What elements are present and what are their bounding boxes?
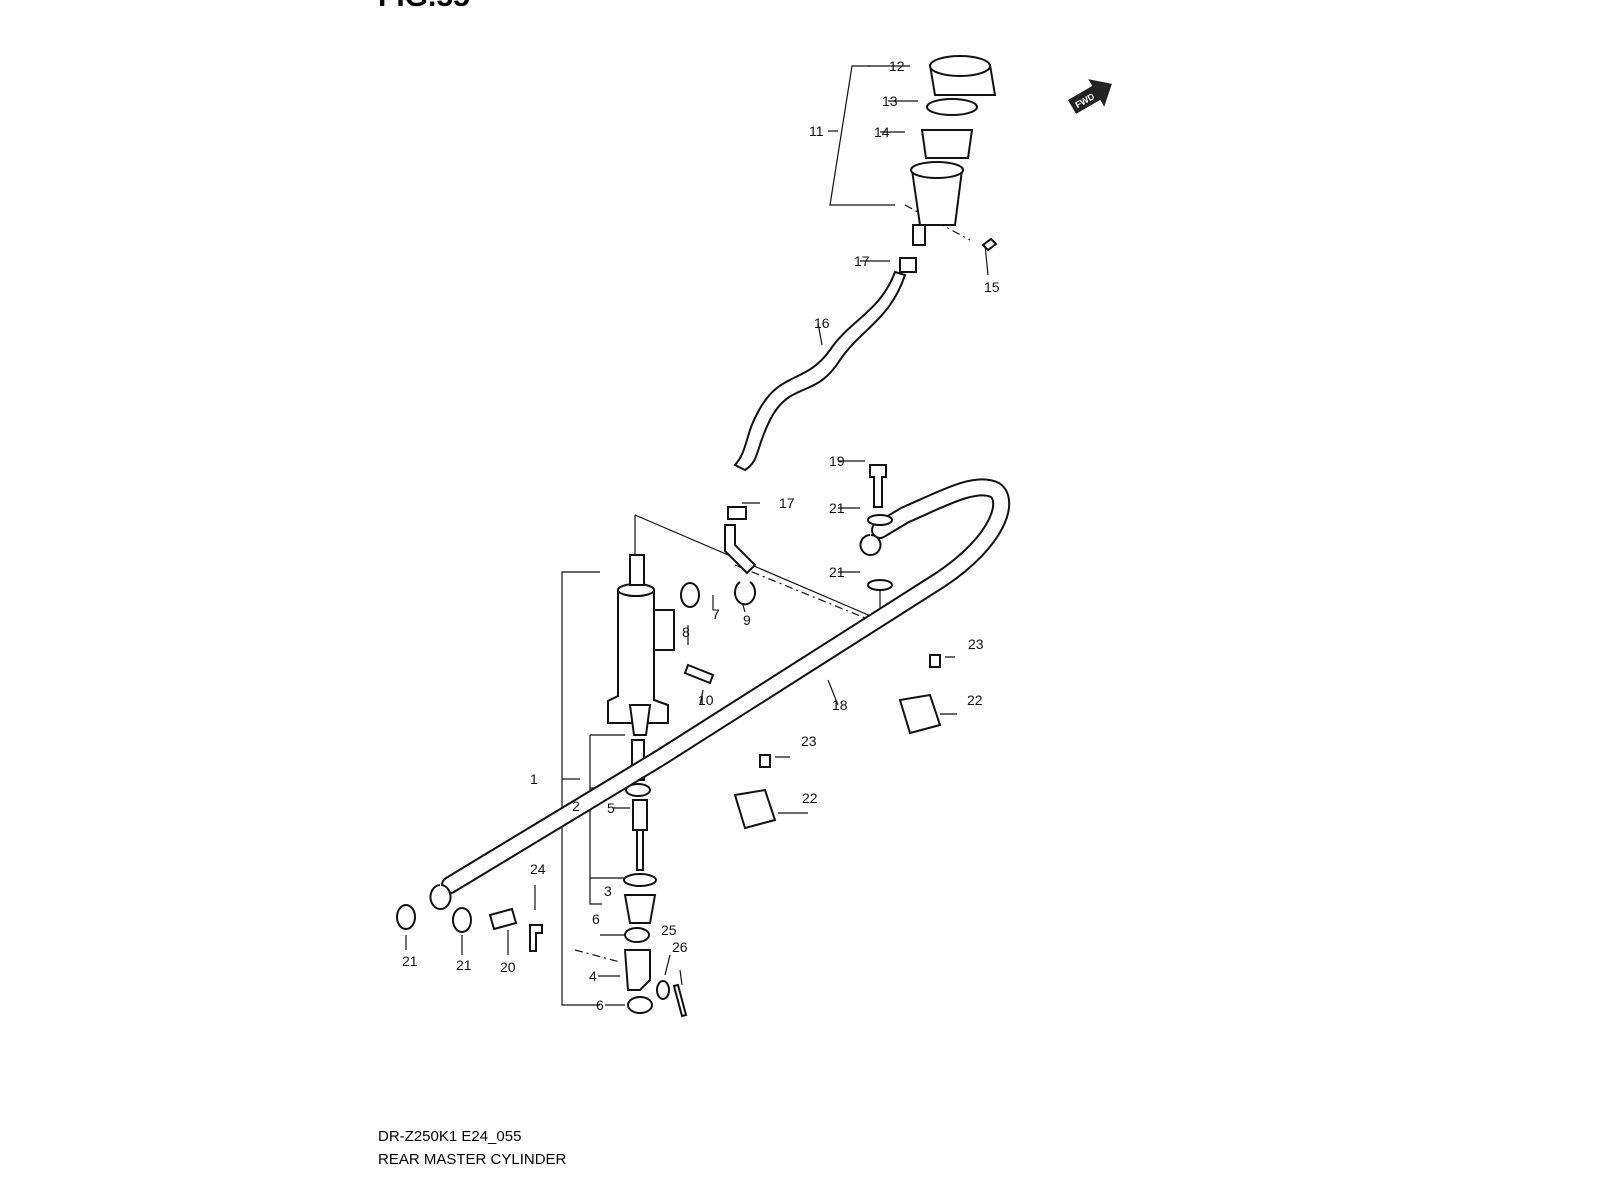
banjo-upper <box>859 534 882 556</box>
callout-15: 15 <box>984 279 1000 295</box>
callout-11: 11 <box>809 123 824 139</box>
screw-15 <box>981 237 998 252</box>
washer-21 <box>867 579 893 591</box>
callout-20: 20 <box>500 959 516 975</box>
bolt-10 <box>683 663 715 685</box>
callout-1: 1 <box>530 771 538 787</box>
model-code: DR-Z250K1 E24_055 <box>378 1128 522 1145</box>
callout-17: 17 <box>854 253 870 269</box>
callout-6: 6 <box>596 997 604 1013</box>
screw-23 <box>929 654 941 668</box>
callout-14: 14 <box>874 124 890 140</box>
callout-5: 5 <box>607 800 615 816</box>
callout-22: 22 <box>967 692 983 708</box>
callout-21: 21 <box>456 957 472 973</box>
callout-21: 21 <box>829 564 845 580</box>
callout-21: 21 <box>402 953 418 969</box>
nut-6-bottom <box>627 996 653 1014</box>
callout-21: 21 <box>829 500 845 516</box>
screw-23 <box>759 754 771 768</box>
callout-9: 9 <box>743 612 751 628</box>
callout-19: 19 <box>829 453 845 469</box>
callout-8: 8 <box>682 624 690 640</box>
callout-6: 6 <box>592 911 600 927</box>
reservoir-hose-16 <box>733 270 907 472</box>
washer-21 <box>867 514 893 526</box>
plate-13 <box>926 98 978 116</box>
clevis-4 <box>623 949 651 991</box>
nut-6-top <box>624 927 650 943</box>
callout-10: 10 <box>698 692 714 708</box>
fwd-direction-arrow: FWD <box>1068 79 1112 114</box>
washer-21 <box>452 907 472 933</box>
callout-26: 26 <box>672 939 688 955</box>
callout-2: 2 <box>572 798 580 814</box>
union-bolt-19 <box>869 464 887 508</box>
callout-7: 7 <box>712 606 720 622</box>
reservoir-cap-12 <box>928 55 997 96</box>
callout-22: 22 <box>802 790 818 806</box>
master-cylinder-body <box>607 554 675 724</box>
pin-24 <box>529 924 543 952</box>
figure-title: FIG.55 <box>378 0 470 14</box>
callout-17: 17 <box>779 495 795 511</box>
callout-4: 4 <box>589 968 597 984</box>
reservoir-body <box>910 161 964 246</box>
clamp-17-top <box>899 257 917 273</box>
o-ring-8 <box>680 582 700 608</box>
hose-joint-7 <box>724 524 757 575</box>
callout-16: 16 <box>814 315 830 331</box>
hose-guide-22 <box>733 788 777 830</box>
callout-labels: 12 13 14 11 17 15 16 19 17 21 21 8 7 9 2… <box>402 58 1000 1013</box>
callout-24: 24 <box>530 861 546 877</box>
diagram-caption: REAR MASTER CYLINDER <box>378 1151 567 1168</box>
spring <box>628 704 652 736</box>
boot-3 <box>623 894 657 924</box>
union-bolt-20 <box>488 907 518 931</box>
washer-21 <box>396 904 416 930</box>
callout-3: 3 <box>604 883 612 899</box>
callout-12: 12 <box>889 58 905 74</box>
circlip-9 <box>734 581 756 606</box>
diaphragm-14 <box>920 129 974 159</box>
callout-23: 23 <box>801 733 817 749</box>
callout-13: 13 <box>882 93 898 109</box>
callout-25: 25 <box>661 922 677 938</box>
callout-23: 23 <box>968 636 984 652</box>
hose-guide-22 <box>898 693 942 735</box>
brake-hose-18-inner <box>443 480 1009 892</box>
banjo-lower <box>429 884 452 910</box>
callout-18: 18 <box>832 697 848 713</box>
washer-25 <box>656 980 670 1000</box>
cotter-pin-26 <box>672 983 688 1018</box>
clamp-17-bottom <box>727 506 747 520</box>
